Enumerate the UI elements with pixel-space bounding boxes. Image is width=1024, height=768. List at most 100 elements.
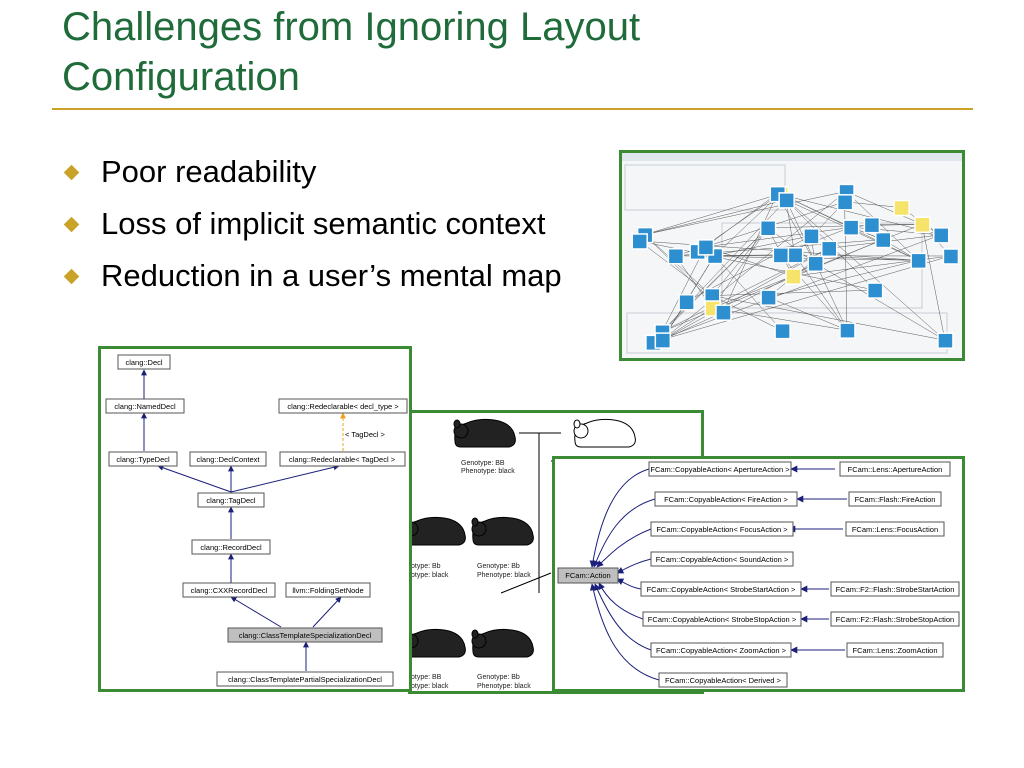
graph-edge [714,235,812,256]
node-copyable-strobe-start-action: FCam::CopyableAction< StrobeStartAction … [647,585,796,594]
graph-edge [722,193,778,313]
graph-edge [652,234,941,343]
node-class-template-partial-specialization-decl: clang::ClassTemplatePartialSpecializatio… [228,675,382,684]
graph-node [842,219,860,236]
graph-node [932,227,950,244]
node-flash-fire-action: FCam::Flash::FireAction [855,495,936,504]
graph-node [760,289,777,306]
graph-edge [662,191,847,341]
node-f2-flash-strobe-start-action: FCam::F2::Flash::StrobeStartAction [836,585,955,594]
node-llvm-folding-set-node: llvm::FoldingSetNode [292,586,363,595]
graph-node [839,322,856,339]
graph-node [697,239,715,256]
node-clang-named-decl: clang::NamedDecl [114,402,176,411]
fcam-action-diagram: FCam::Action FCam::CopyableAction< Apert… [557,461,960,688]
fcam-action-panel: FCam::Action FCam::CopyableAction< Apert… [552,456,965,692]
node-lens-focus-action: FCam::Lens::FocusAction [852,525,938,534]
graph-edge [845,191,919,261]
graph-edge [794,254,848,331]
graph-edge [712,227,768,309]
slide-title-line-2: Configuration [62,55,300,99]
graph-edge [780,254,848,331]
bullet-text: Poor readability [101,154,317,189]
graph-edge [705,193,778,248]
graph-edge [768,296,848,331]
graph-node [820,240,838,258]
genotype-mid: Genotype: Bb [477,563,520,570]
graph-edge [639,240,712,296]
graph-node [942,248,960,265]
diamond-bullet-icon [63,216,80,233]
graph-edge [711,295,945,341]
node-clang-record-decl: clang::RecordDecl [200,543,262,552]
bullet-text: Loss of implicit semantic context [101,206,546,241]
phenotype-mid-left: otype: black [411,572,449,579]
clang-hierarchy-diagram: < TagDecl > clang::Decl clang::NamedDecl… [105,354,408,687]
graph-edge [652,255,951,343]
node-clang-tag-decl: clang::TagDecl [206,496,256,505]
messy-graph-image [622,153,962,358]
graph-node [807,255,824,273]
graph-node [866,282,884,299]
graph-edge [644,191,847,235]
node-copyable-aperture-action: FCam::CopyableAction< ApertureAction > [650,465,790,474]
node-clang-type-decl: clang::TypeDecl [116,455,170,464]
graph-node [786,247,804,264]
clang-hierarchy-panel: < TagDecl > clang::Decl clang::NamedDecl… [98,346,412,692]
node-copyable-derived: FCam::CopyableAction< Derived > [665,676,782,685]
graph-edge [815,263,946,341]
node-copyable-sound-action: FCam::CopyableAction< SoundAction > [656,555,789,564]
node-lens-zoom-action: FCam::Lens::ZoomAction [852,646,937,655]
node-redeclarable-decl-type: clang::Redeclarable< decl_type > [287,402,399,411]
graph-edge [712,307,848,331]
graph-node [759,220,777,237]
graph-edge [714,255,783,331]
graph-node [914,216,931,234]
node-fcam-action: FCam::Action [565,571,610,580]
graph-edge [661,246,706,332]
node-f2-flash-strobe-stop-action: FCam::F2::Flash::StrobeStopAction [836,615,954,624]
phenotype-top: Phenotype: black [461,468,515,475]
node-redeclarable-tag-decl: clang::Redeclarable< TagDecl > [289,455,396,464]
graph-edge [644,199,787,235]
graph-node [778,192,795,209]
node-copyable-strobe-stop-action: FCam::CopyableAction< StrobeStopAction > [648,615,797,624]
genotype-bottom: Genotype: Bb [477,674,520,681]
graph-node [937,332,954,349]
graph-edge [844,201,902,208]
graph-edge [768,260,919,298]
graph-node [654,332,672,349]
graph-node [863,216,881,234]
graph-node [875,231,892,249]
node-clang-cxx-record-decl: clang::CXXRecordDecl [191,586,268,595]
node-clang-decl-context: clang::DeclContext [197,455,261,464]
graph-edge [921,224,946,341]
graph-node [667,247,685,265]
diamond-bullet-icon [63,268,80,285]
graph-node [678,293,695,311]
graph-edge [711,289,875,296]
genotype-pedigree-diagram: Genotype: BB Phenotype: black otype: Bb … [411,418,701,690]
graph-edge [644,193,781,235]
node-lens-aperture-action: FCam::Lens::ApertureAction [848,465,943,474]
graph-node [631,233,648,250]
node-copyable-zoom-action: FCam::CopyableAction< ZoomAction > [656,646,787,655]
phenotype-bottom: Phenotype: black [477,683,531,690]
graph-edge [644,234,712,296]
graph-edge [652,227,768,343]
graph-edge [714,254,781,256]
title-divider [52,108,973,110]
slide-title: Challenges from Ignoring Layout Configur… [62,2,962,102]
graph-node [836,194,854,211]
graph-node [893,199,910,217]
graph-edge [845,191,923,225]
node-copyable-focus-action: FCam::CopyableAction< FocusAction > [656,525,788,534]
slide-title-line-1: Challenges from Ignoring Layout [62,5,641,49]
graph-node [910,252,927,270]
template-arg-label: < TagDecl > [345,430,386,439]
phenotype-mid: Phenotype: black [477,572,531,579]
graph-edge [662,311,724,341]
node-clang-decl: clang::Decl [125,358,162,367]
graph-edge [711,227,768,296]
messy-graph-panel [619,150,965,361]
